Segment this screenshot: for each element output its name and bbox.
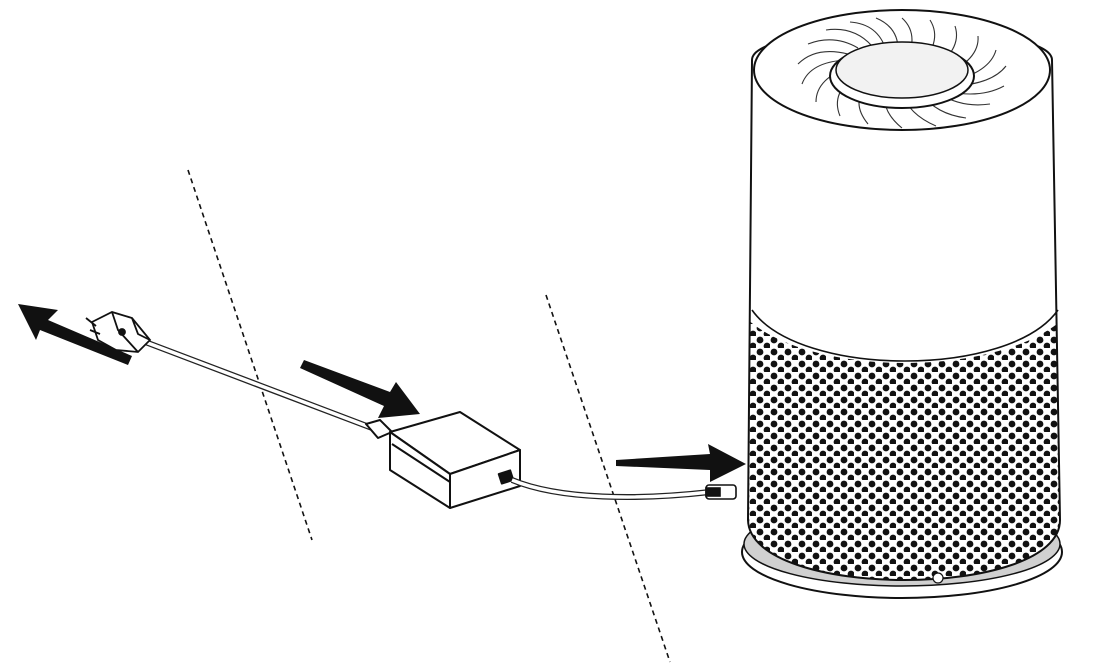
separator-line-left [187, 169, 313, 541]
arrow-icon [300, 360, 420, 418]
dc-connector [705, 484, 737, 500]
arrow-icon [18, 304, 132, 365]
separator-line-right [545, 294, 671, 663]
arrow-icon [616, 444, 746, 482]
dc-cable [510, 477, 711, 500]
air-purifier-icon [741, 9, 1063, 599]
power-adapter-icon [365, 411, 521, 509]
plug-icon [85, 311, 152, 353]
mains-cable [138, 337, 374, 431]
